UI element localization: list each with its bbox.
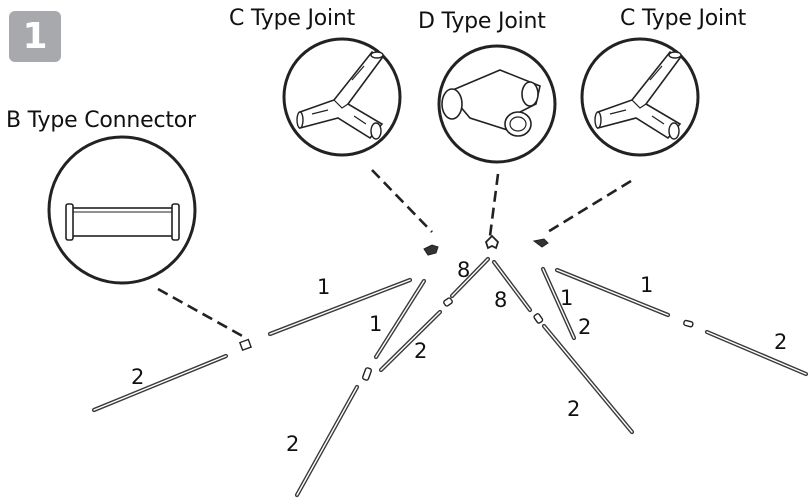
d-type-joint-icon: [441, 69, 541, 137]
leader-line-b: [157, 287, 247, 340]
c-type-joint-part-left: [423, 244, 439, 256]
pole-right-upper: [554, 267, 671, 318]
d-type-joint-part: [484, 234, 500, 250]
d-type-joint-circle: [437, 44, 557, 164]
pole-center-diagonal: [378, 309, 443, 373]
pole-number-label: 8: [457, 258, 470, 282]
small-parts: [238, 234, 694, 381]
pole-far-right: [704, 329, 808, 377]
leader-line-c-right: [545, 179, 632, 235]
poles: [91, 256, 808, 498]
leader-line-c-left: [371, 169, 433, 233]
pole-number-label: 2: [774, 330, 787, 354]
d-type-joint-label: D Type Joint: [418, 9, 546, 34]
pole-right-inner: [540, 266, 577, 341]
pole-number-label: 2: [286, 432, 299, 456]
pole-number-label: 8: [494, 288, 507, 312]
b-type-connector-icon: [65, 203, 180, 241]
pole-number-label: 1: [640, 273, 653, 297]
c-type-joint-circle-right: [580, 37, 700, 157]
pole-center-right-lower: [541, 323, 635, 435]
leader-lines: [157, 169, 632, 340]
pole-bottom: [294, 384, 360, 498]
c-type-joint-circle-left: [282, 37, 402, 157]
pole-number-label: 2: [414, 339, 427, 363]
step-number-badge: 1: [9, 11, 61, 62]
b-type-connector-label: B Type Connector: [6, 108, 196, 133]
c-type-joint-label-right: C Type Joint: [620, 6, 747, 31]
pole-center-upper: [373, 278, 427, 360]
c-type-joint-part-right: [532, 238, 549, 248]
b-type-connector-circle: [47, 135, 197, 285]
b-type-connector-part: [683, 319, 694, 328]
b-type-connector-part: [361, 367, 373, 381]
pole-number-label: 2: [578, 315, 591, 339]
pole-center-right-upper: [491, 259, 533, 313]
pole-number-label: 2: [567, 397, 580, 421]
leader-line-d: [488, 173, 500, 237]
c-type-joint-label-left: C Type Joint: [229, 6, 356, 31]
pole-number-label: 1: [317, 275, 330, 299]
b-type-connector-part: [238, 338, 252, 352]
pole-number-label: 1: [369, 312, 382, 336]
pole-center-top: [449, 256, 491, 299]
pole-number-label: 1: [560, 286, 573, 310]
pole-upper-left: [267, 277, 413, 337]
pole-lower-left: [91, 353, 229, 413]
pole-number-label: 2: [131, 365, 144, 389]
b-type-connector-part: [443, 297, 453, 307]
b-type-connector-part: [533, 313, 544, 324]
